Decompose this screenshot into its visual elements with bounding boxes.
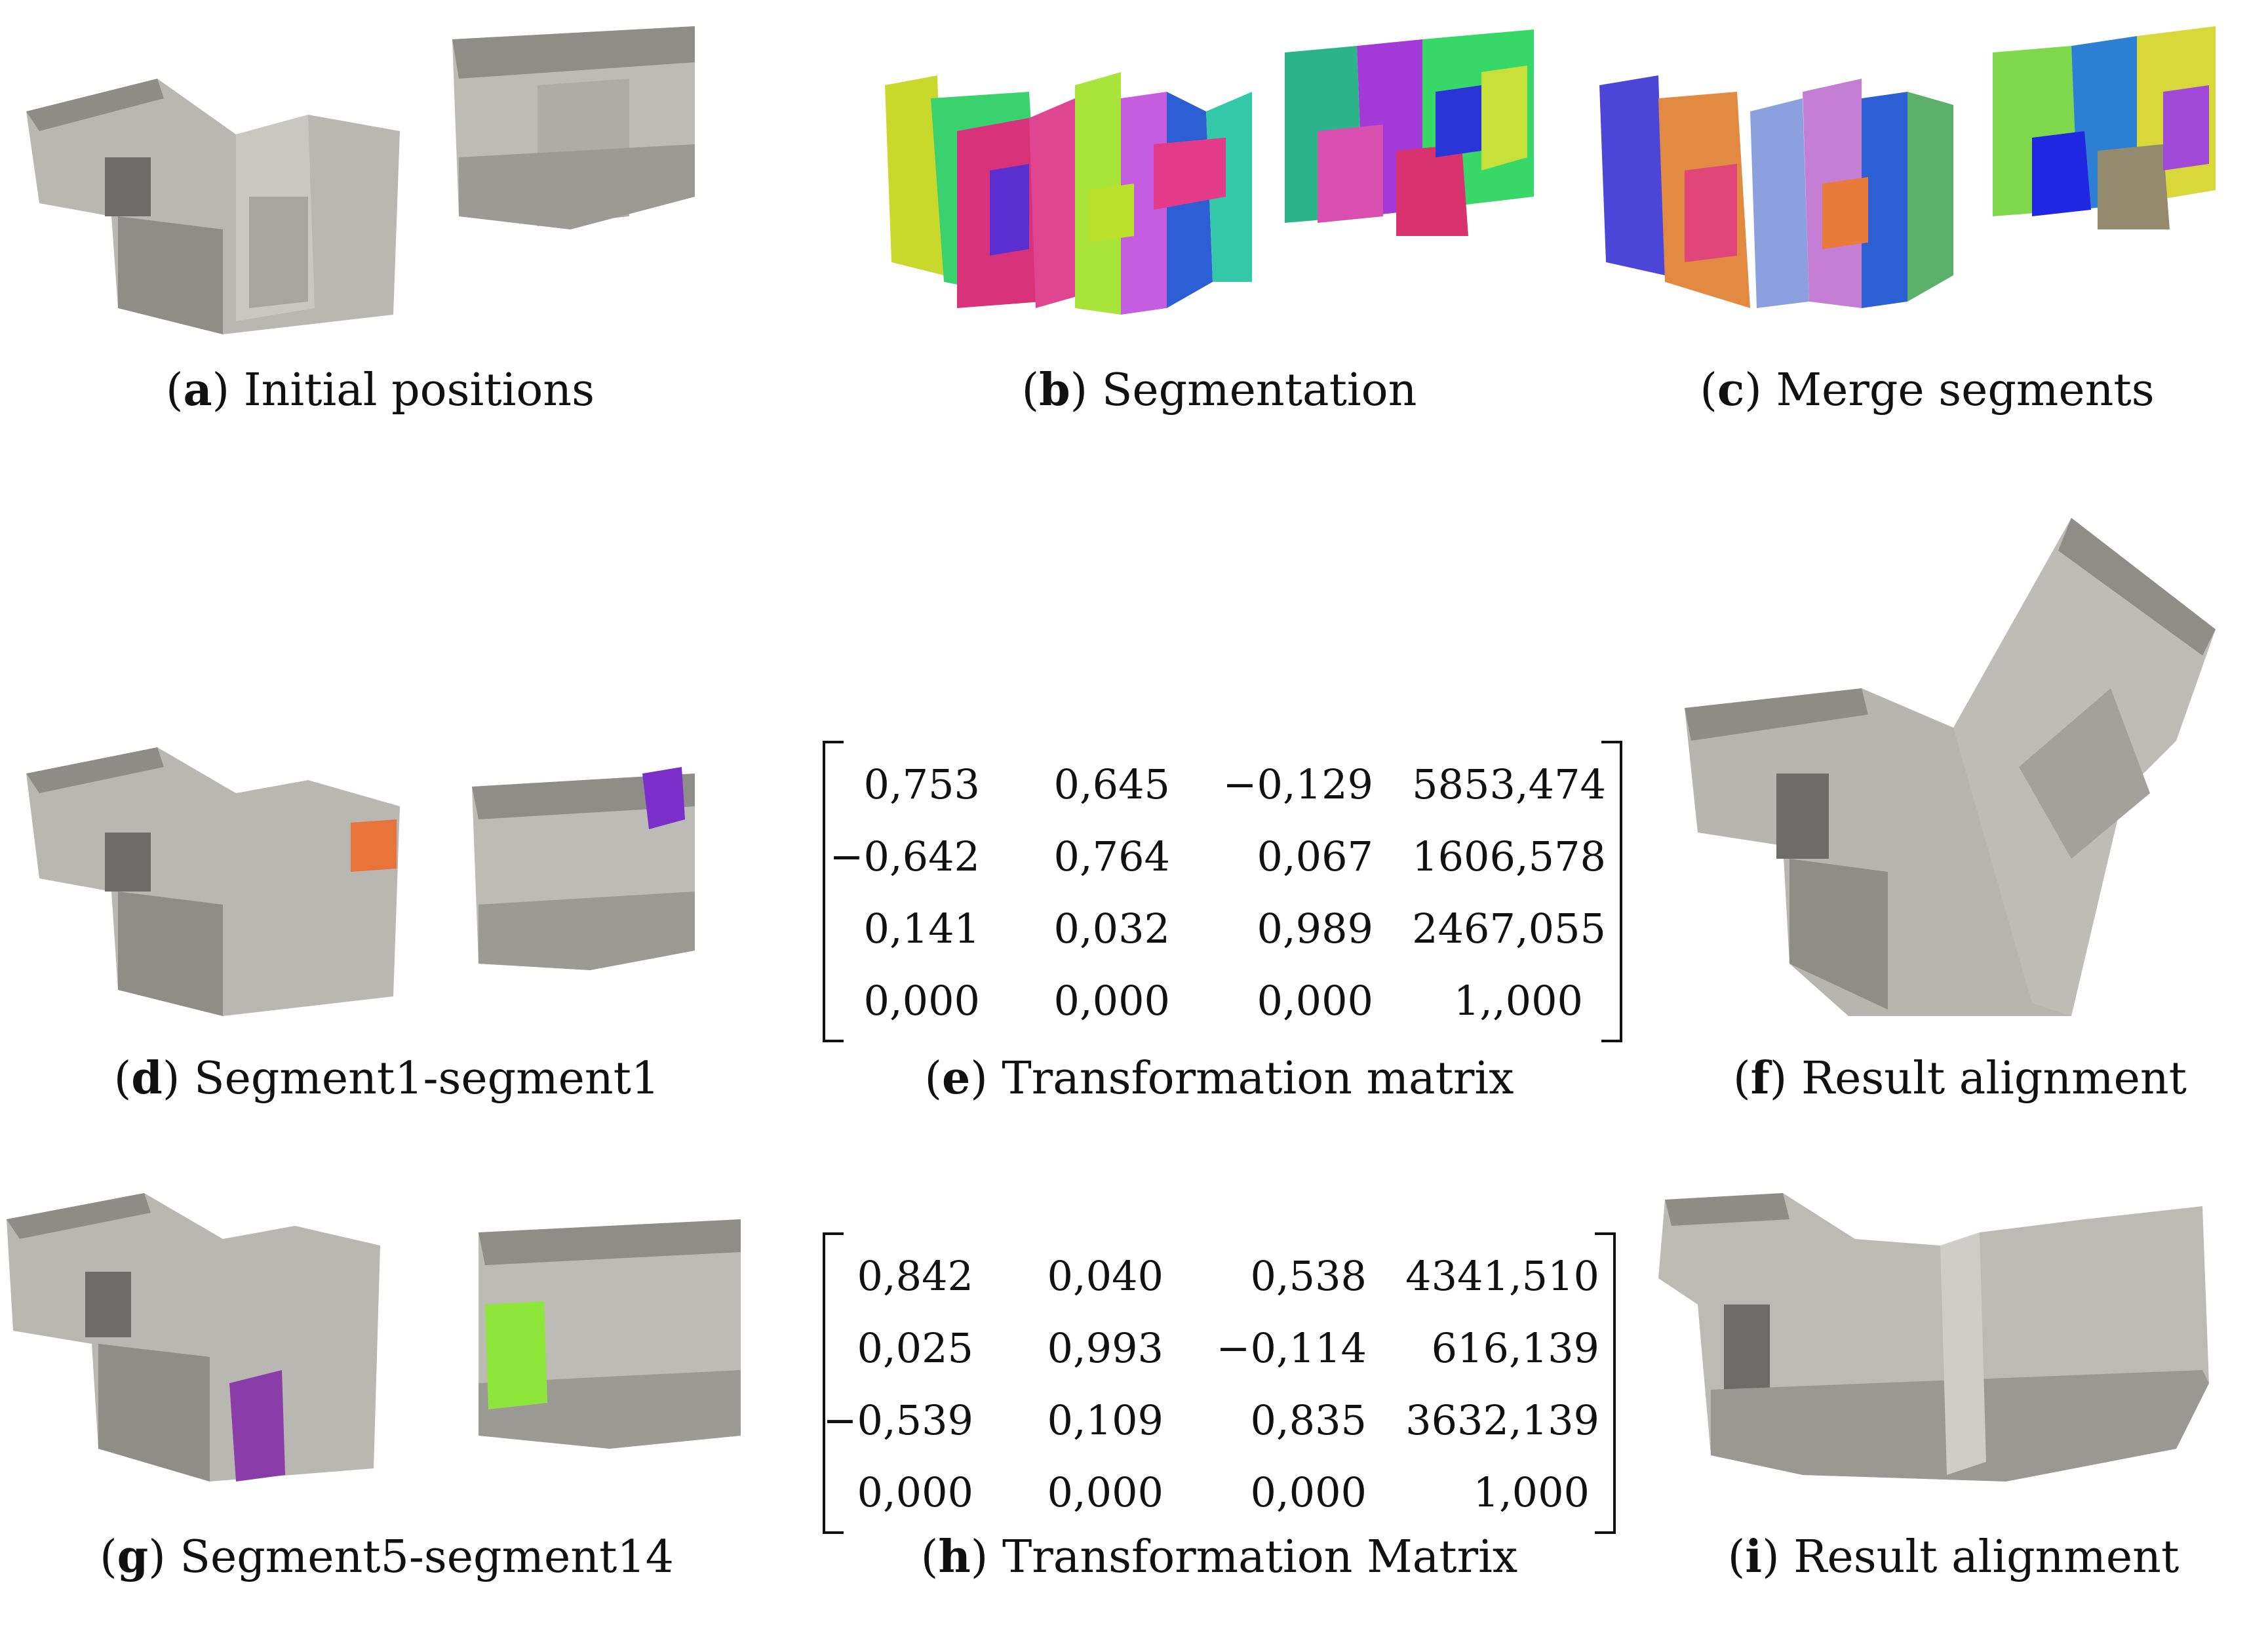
caption-h: (h) Transformation Matrix bbox=[920, 1531, 1518, 1583]
matrix-h-row-3: −0,539 0,109 0,835 3632,139 bbox=[823, 1396, 1616, 1468]
merged-c-left bbox=[1599, 75, 1953, 308]
panel-d: (d) Segment1-segment1 bbox=[0, 721, 773, 1141]
matrix-e-cell: 2467,055 bbox=[1412, 905, 1606, 952]
caption-a: (a) Initial positions bbox=[166, 364, 595, 416]
segment-highlight-green bbox=[485, 1301, 547, 1409]
panel-g: (g) Segment5-segment14 bbox=[0, 1173, 773, 1629]
matrix-e-row-3: 0,141 0,032 0,989 2467,055 bbox=[823, 905, 1622, 977]
matrix-e-row-2: −0,642 0,764 0,067 1606,578 bbox=[823, 833, 1622, 905]
segmentation-b-left bbox=[885, 72, 1252, 315]
matrix-h-cell: 1,000 bbox=[1473, 1468, 1590, 1516]
pointcloud-a-right bbox=[452, 26, 695, 229]
segment-highlight-orange bbox=[351, 819, 397, 872]
matrix-h-cell: 0,835 bbox=[1250, 1396, 1367, 1444]
matrix-h-cell: 0,000 bbox=[1250, 1468, 1367, 1516]
matrix-h-row-4: 0,000 0,000 0,000 1,000 bbox=[823, 1468, 1616, 1541]
matrix-e-row-1: 0,753 0,645 −0,129 5853,474 bbox=[823, 760, 1622, 833]
caption-d: (d) Segment1-segment1 bbox=[113, 1052, 660, 1105]
pointcloud-d-left bbox=[26, 747, 400, 1016]
caption-e: (e) Transformation matrix bbox=[924, 1052, 1514, 1105]
pointcloud-a-left bbox=[26, 79, 400, 334]
matrix-e-cell: 0,989 bbox=[1257, 905, 1374, 952]
matrix-e-cell: 5853,474 bbox=[1412, 760, 1606, 808]
panel-b: (b) Segmentation bbox=[859, 0, 1580, 459]
matrix-e-row-4: 0,000 0,000 0,000 1,,000 bbox=[823, 977, 1622, 1049]
matrix-e-left-bracket bbox=[823, 741, 844, 1042]
caption-c: (c) Merge segments bbox=[1700, 364, 2155, 416]
matrix-h-cell: 0,040 bbox=[1047, 1252, 1164, 1300]
matrix-e-cell: 0,753 bbox=[863, 760, 981, 808]
matrix-e-cell: 0,000 bbox=[1257, 977, 1374, 1025]
matrix-h-cell: 616,139 bbox=[1431, 1324, 1599, 1372]
matrix-h-cell: 0,000 bbox=[857, 1468, 974, 1516]
matrix-e-cell: 0,645 bbox=[1053, 760, 1171, 808]
matrix-h-row-2: 0,025 0,993 −0,114 616,139 bbox=[823, 1324, 1616, 1396]
matrix-e-cell: −0,642 bbox=[829, 833, 980, 880]
pointcloud-g-right bbox=[479, 1219, 741, 1449]
matrix-h-cell: 4341,510 bbox=[1405, 1252, 1599, 1300]
pointcloud-f bbox=[1685, 518, 2216, 1016]
panel-a: (a) Initial positions bbox=[0, 0, 760, 459]
matrix-h-cell: −0,539 bbox=[823, 1396, 973, 1444]
panel-h: 0,842 0,040 0,538 4341,510 0,025 0,993 −… bbox=[813, 1219, 1626, 1629]
matrix-h-cell: 0,025 bbox=[857, 1324, 974, 1372]
matrix-e-cell: 0,000 bbox=[863, 977, 981, 1025]
segment-highlight-purple bbox=[642, 767, 685, 829]
segmentation-b-right bbox=[1285, 29, 1534, 236]
matrix-h-cell: −0,114 bbox=[1216, 1324, 1367, 1372]
panel-i: (i) Result alignment bbox=[1639, 1173, 2268, 1629]
matrix-h-cell: 0,993 bbox=[1047, 1324, 1164, 1372]
segment-highlight-violet bbox=[229, 1370, 285, 1482]
matrix-e-cell: −0,129 bbox=[1222, 760, 1373, 808]
pointcloud-i bbox=[1658, 1193, 2209, 1482]
matrix-h-cell: 0,842 bbox=[857, 1252, 974, 1300]
matrix-h-cell: 0,109 bbox=[1047, 1396, 1164, 1444]
pointcloud-d-right bbox=[472, 767, 695, 970]
matrix-e: 0,753 0,645 −0,129 5853,474 −0,642 0,764… bbox=[823, 741, 1622, 1042]
pointcloud-g-left bbox=[7, 1193, 380, 1482]
caption-i: (i) Result alignment bbox=[1727, 1531, 2180, 1583]
caption-f: (f) Result alignment bbox=[1733, 1052, 2187, 1105]
merged-c-right bbox=[1993, 26, 2216, 229]
panel-f: (f) Result alignment bbox=[1652, 492, 2268, 1141]
panel-e: 0,753 0,645 −0,129 5853,474 −0,642 0,764… bbox=[813, 728, 1626, 1141]
matrix-h-row-1: 0,842 0,040 0,538 4341,510 bbox=[823, 1252, 1616, 1324]
caption-g: (g) Segment5-segment14 bbox=[100, 1531, 674, 1583]
caption-b: (b) Segmentation bbox=[1021, 364, 1417, 416]
matrix-h: 0,842 0,040 0,538 4341,510 0,025 0,993 −… bbox=[823, 1232, 1616, 1534]
matrix-h-cell: 3632,139 bbox=[1405, 1396, 1599, 1444]
matrix-e-right-bracket bbox=[1601, 741, 1622, 1042]
matrix-e-cell: 0,000 bbox=[1053, 977, 1171, 1025]
matrix-e-cell: 0,764 bbox=[1053, 833, 1171, 880]
matrix-e-cell: 0,141 bbox=[863, 905, 981, 952]
matrix-e-cell: 0,032 bbox=[1053, 905, 1171, 952]
matrix-e-cell: 1,,000 bbox=[1453, 977, 1583, 1025]
panel-c: (c) Merge segments bbox=[1586, 0, 2268, 459]
matrix-e-cell: 0,067 bbox=[1257, 833, 1374, 880]
matrix-h-cell: 0,538 bbox=[1250, 1252, 1367, 1300]
matrix-h-cell: 0,000 bbox=[1047, 1468, 1164, 1516]
matrix-h-left-bracket bbox=[823, 1232, 844, 1534]
matrix-e-cell: 1606,578 bbox=[1412, 833, 1606, 880]
matrix-h-right-bracket bbox=[1595, 1232, 1616, 1534]
